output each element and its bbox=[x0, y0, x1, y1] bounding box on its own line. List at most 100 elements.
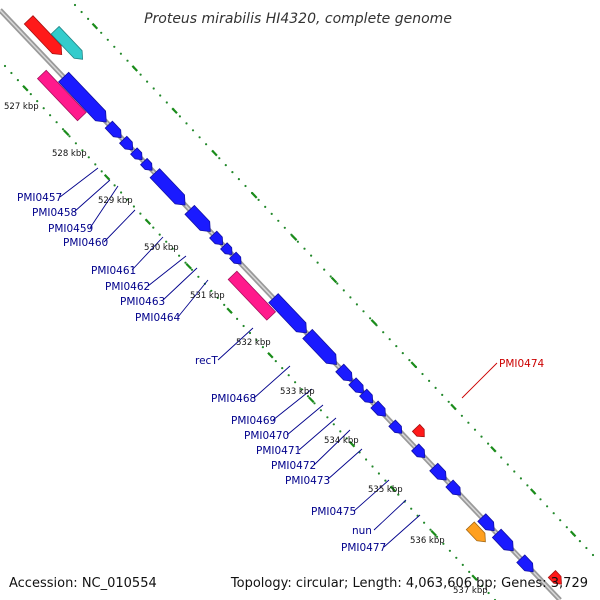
tick-dot bbox=[401, 352, 404, 355]
gc-dash bbox=[471, 574, 478, 582]
gene-label-g0460[interactable]: PMI0460 bbox=[63, 237, 108, 249]
gene-label-g0474[interactable]: PMI0474 bbox=[499, 358, 545, 370]
tick-dot bbox=[435, 535, 439, 538]
accession-text: Accession: NC_010554 bbox=[9, 576, 157, 591]
tick-dot bbox=[152, 226, 155, 229]
tick-dot bbox=[397, 493, 400, 496]
tick-dot bbox=[10, 71, 13, 75]
gene-label-g0477[interactable]: PMI0477 bbox=[341, 542, 386, 554]
gene-label-g0458[interactable]: PMI0458 bbox=[32, 207, 77, 219]
gc-dash bbox=[450, 403, 457, 411]
tick-dot bbox=[377, 472, 380, 475]
leader-line-gnun bbox=[373, 499, 407, 531]
gc-dash bbox=[370, 319, 378, 326]
feature-cds-3 bbox=[119, 135, 134, 151]
tick-dot bbox=[332, 423, 335, 426]
tick-dot bbox=[29, 93, 32, 96]
leader-line-g0457 bbox=[59, 167, 99, 198]
gc-dash bbox=[171, 107, 178, 115]
gene-label-g0457[interactable]: PMI0457 bbox=[17, 192, 62, 204]
tick-dot bbox=[126, 198, 129, 201]
tick-dot bbox=[248, 331, 252, 335]
tick-dot bbox=[87, 17, 90, 20]
tick-dot bbox=[231, 171, 234, 174]
gene-label-g0462[interactable]: PMI0462 bbox=[105, 281, 150, 293]
gc-dash bbox=[131, 65, 139, 72]
tick-dot bbox=[49, 114, 52, 117]
tick-dot bbox=[362, 310, 365, 313]
gene-label-g0459[interactable]: PMI0459 bbox=[48, 223, 93, 235]
map-title: Proteus mirabilis HI4320, complete genom… bbox=[144, 11, 452, 27]
tick-dot bbox=[408, 359, 411, 362]
gc-dash bbox=[410, 361, 417, 368]
tick-dot bbox=[349, 296, 352, 299]
tick-dot bbox=[139, 73, 142, 76]
feature-red-top bbox=[23, 15, 63, 56]
leader-line-g0462 bbox=[147, 255, 187, 287]
feature-orange-bottom bbox=[465, 521, 486, 543]
tick-dot bbox=[119, 52, 122, 55]
gene-label-gnun[interactable]: nun bbox=[352, 525, 372, 537]
feature-cds-19 bbox=[429, 462, 447, 481]
tick-dot bbox=[585, 546, 588, 550]
tick-dot bbox=[210, 289, 213, 292]
leader-line-g0470 bbox=[286, 404, 324, 436]
tick-dot bbox=[369, 317, 372, 320]
gene-label-g0464[interactable]: PMI0464 bbox=[135, 312, 181, 324]
feature-cds-21 bbox=[477, 513, 495, 532]
tick-dot bbox=[255, 338, 258, 342]
label-leader-lines bbox=[59, 167, 498, 548]
gene-label-g0470[interactable]: PMI0470 bbox=[244, 430, 289, 442]
tick-dot bbox=[342, 289, 345, 292]
tick-dot bbox=[442, 542, 445, 545]
tick-dot bbox=[94, 163, 97, 166]
tick-dot bbox=[441, 393, 444, 396]
gene-label-g0471[interactable]: PMI0471 bbox=[256, 445, 301, 457]
tick-dot bbox=[244, 184, 247, 188]
leader-line-g0468 bbox=[253, 365, 291, 399]
gene-label-g0469[interactable]: PMI0469 bbox=[231, 415, 276, 427]
tick-dot bbox=[61, 128, 65, 131]
gene-label-g0463[interactable]: PMI0463 bbox=[120, 296, 165, 308]
tick-dot bbox=[371, 465, 374, 468]
kbp-tick-label-t531: 531 kbp bbox=[190, 291, 225, 301]
feature-cds-5 bbox=[140, 157, 153, 171]
tick-dot bbox=[257, 198, 260, 201]
tick-dot bbox=[428, 379, 431, 382]
leader-line-g0459 bbox=[89, 185, 119, 229]
feature-cds-15 bbox=[359, 388, 374, 404]
tick-dot bbox=[287, 374, 290, 377]
tick-dot bbox=[421, 372, 424, 376]
gene-label-g0468[interactable]: PMI0468 bbox=[211, 393, 256, 405]
tick-dot bbox=[506, 463, 509, 466]
tick-dot bbox=[461, 563, 464, 567]
feature-cds-16 bbox=[370, 400, 386, 417]
tick-dot bbox=[3, 64, 7, 68]
gene-labels: PMI0457PMI0458PMI0459PMI0460PMI0461PMI04… bbox=[17, 192, 545, 554]
feature-cds-14 bbox=[348, 377, 364, 394]
tick-dot bbox=[178, 254, 181, 257]
kbp-tick-label-t528: 528 kbp bbox=[52, 149, 87, 159]
tick-dot bbox=[460, 414, 463, 417]
gene-label-grecT[interactable]: recT bbox=[195, 355, 218, 367]
tick-dot bbox=[224, 164, 227, 167]
tick-dot bbox=[171, 247, 174, 250]
gc-dash bbox=[348, 440, 356, 448]
tick-dot bbox=[159, 94, 162, 97]
tick-dot bbox=[185, 122, 188, 125]
gene-label-g0472[interactable]: PMI0472 bbox=[271, 460, 316, 472]
tick-dot bbox=[242, 324, 245, 328]
topology-text: Topology: circular; Length: 4,063,606 bp… bbox=[230, 576, 588, 591]
tick-dot bbox=[223, 303, 226, 306]
gene-label-g0461[interactable]: PMI0461 bbox=[91, 265, 136, 277]
tick-dot bbox=[336, 282, 339, 285]
gene-label-g0473[interactable]: PMI0473 bbox=[285, 475, 330, 487]
tick-dot bbox=[467, 421, 470, 424]
gene-label-g0475[interactable]: PMI0475 bbox=[311, 506, 356, 518]
tick-dot bbox=[306, 395, 310, 398]
tick-dot bbox=[36, 100, 39, 103]
tick-dot bbox=[158, 233, 161, 236]
feature-red-pmi0474 bbox=[411, 423, 425, 438]
leader-line-g0477 bbox=[383, 514, 421, 548]
